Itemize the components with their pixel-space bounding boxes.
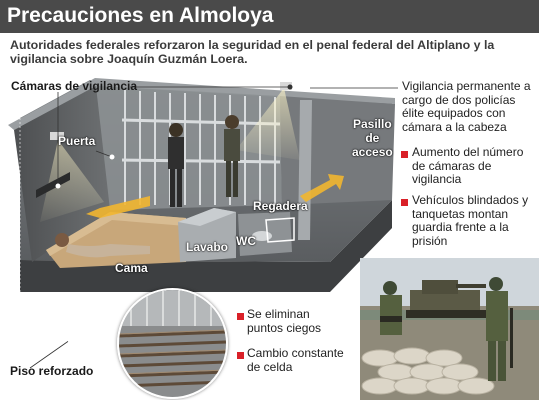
guard-right bbox=[224, 115, 240, 197]
arrow-left bbox=[86, 196, 150, 218]
label-door: Puerta bbox=[58, 134, 96, 148]
military-photo-image bbox=[360, 258, 539, 400]
label-sink: Lavabo bbox=[186, 240, 229, 254]
soldier-left bbox=[380, 281, 402, 335]
cell-bars bbox=[121, 90, 281, 205]
wall-shelf bbox=[36, 172, 70, 198]
bullet-cameras: Aumento del número de cámaras de vigilan… bbox=[412, 145, 524, 186]
bullet-blind-spots: Se eliminan puntos ciegos bbox=[247, 307, 322, 335]
inmate-head bbox=[55, 233, 69, 247]
label-bed: Cama bbox=[115, 261, 148, 275]
floor-closeup bbox=[117, 288, 228, 399]
bullet-marker bbox=[237, 313, 244, 320]
cell-roof-rim bbox=[8, 78, 395, 130]
bed-top bbox=[46, 212, 186, 256]
callout-surveillance: Vigilancia permanente a cargo de dos pol… bbox=[402, 79, 531, 134]
label-wc: WC bbox=[236, 234, 256, 248]
cell-base bbox=[20, 200, 392, 292]
camera-right-icon bbox=[280, 82, 292, 90]
soldier-right bbox=[486, 277, 513, 381]
bullet-marker bbox=[401, 151, 408, 158]
camera-left-icon bbox=[50, 132, 64, 140]
inmate-body bbox=[66, 244, 150, 258]
label-shower: Regadera bbox=[253, 199, 308, 213]
camera-beam-left bbox=[40, 140, 104, 222]
page-subtitle: Autoridades federales reforzaron la segu… bbox=[10, 38, 495, 66]
header-bar: Precauciones en Almoloya bbox=[0, 0, 539, 33]
leader-lines bbox=[29, 86, 398, 369]
military-photo bbox=[360, 258, 539, 400]
bullet-cell-change: Cambio constante de celda bbox=[247, 346, 344, 374]
label-cameras: Cámaras de vigilancia bbox=[11, 79, 138, 93]
camera-beam-right bbox=[236, 88, 300, 160]
bullet-marker bbox=[401, 199, 408, 206]
arrow-right bbox=[300, 174, 344, 202]
floor-closeup-image bbox=[119, 290, 226, 397]
bullet-marker bbox=[237, 352, 244, 359]
page-title: Precauciones en Almoloya bbox=[7, 4, 274, 27]
cell-divider-wall bbox=[298, 100, 312, 240]
label-floor: Piso reforzado bbox=[10, 364, 94, 378]
sink-top bbox=[178, 208, 236, 226]
shower-drain bbox=[265, 217, 295, 243]
label-corridor: Pasillo de acceso bbox=[352, 117, 393, 159]
guard-left bbox=[168, 123, 184, 207]
bullet-vehicles: Vehículos blindados y tanquetas montan g… bbox=[412, 193, 529, 248]
